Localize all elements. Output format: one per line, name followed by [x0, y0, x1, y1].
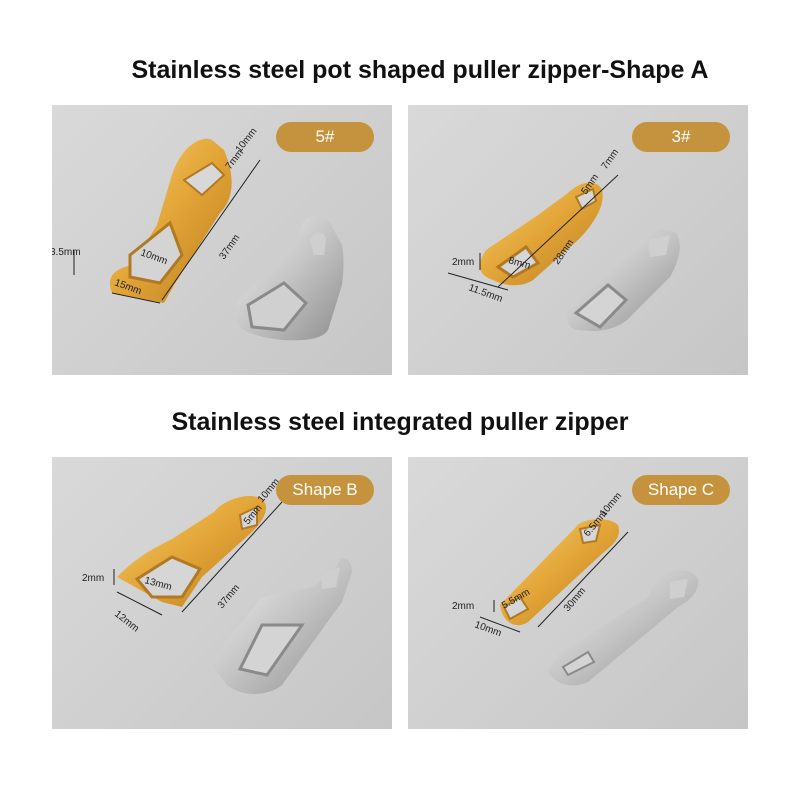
dim-bottom-width: 12mm: [112, 609, 141, 635]
photo-panel-shape-b: 10mm 5mm 2mm 13mm 12mm 37mm Shape B: [52, 457, 392, 729]
heading-integrated: Stainless steel integrated puller zipper: [171, 408, 629, 436]
dim-bottom-width: 11.5mm: [467, 282, 504, 304]
zipper-puller-photo: 10mm 7mm 3.5mm 10mm 15mm 37mm: [52, 126, 344, 341]
dim-length: 37mm: [216, 583, 242, 611]
dim-bottom-width: 10mm: [473, 619, 503, 639]
dim-length: 37mm: [217, 233, 242, 262]
shape-badge: Shape C: [632, 475, 730, 505]
photo-panel-3: 7mm 5mm 2mm 8mm 11.5mm 28mm 3#: [408, 105, 748, 375]
zipper-puller-photo: 10mm 5mm 2mm 13mm 12mm 37mm: [82, 477, 352, 694]
dim-thickness: 2mm: [82, 573, 104, 584]
zipper-puller-photo: 10mm 6.5mm 2mm 5.5mm 10mm 30mm: [452, 491, 699, 686]
zipper-puller-photo: 7mm 5mm 2mm 8mm 11.5mm 28mm: [447, 147, 680, 332]
heading-shape-a: Stainless steel pot shaped puller zipper…: [131, 56, 709, 84]
photo-panel-shape-c: 10mm 6.5mm 2mm 5.5mm 10mm 30mm Shape C: [408, 457, 748, 729]
photo-panel-5: 10mm 7mm 3.5mm 10mm 15mm 37mm 5#: [52, 105, 392, 375]
size-badge: 3#: [632, 122, 730, 152]
dim-thickness: 2mm: [452, 601, 474, 612]
size-badge: 5#: [276, 122, 374, 152]
dim-length: 30mm: [562, 586, 588, 614]
dim-thickness: 2mm: [452, 257, 474, 268]
dim-top-width: 7mm: [599, 147, 621, 172]
dim-thickness: 3.5mm: [52, 247, 81, 258]
shape-badge: Shape B: [276, 475, 374, 505]
